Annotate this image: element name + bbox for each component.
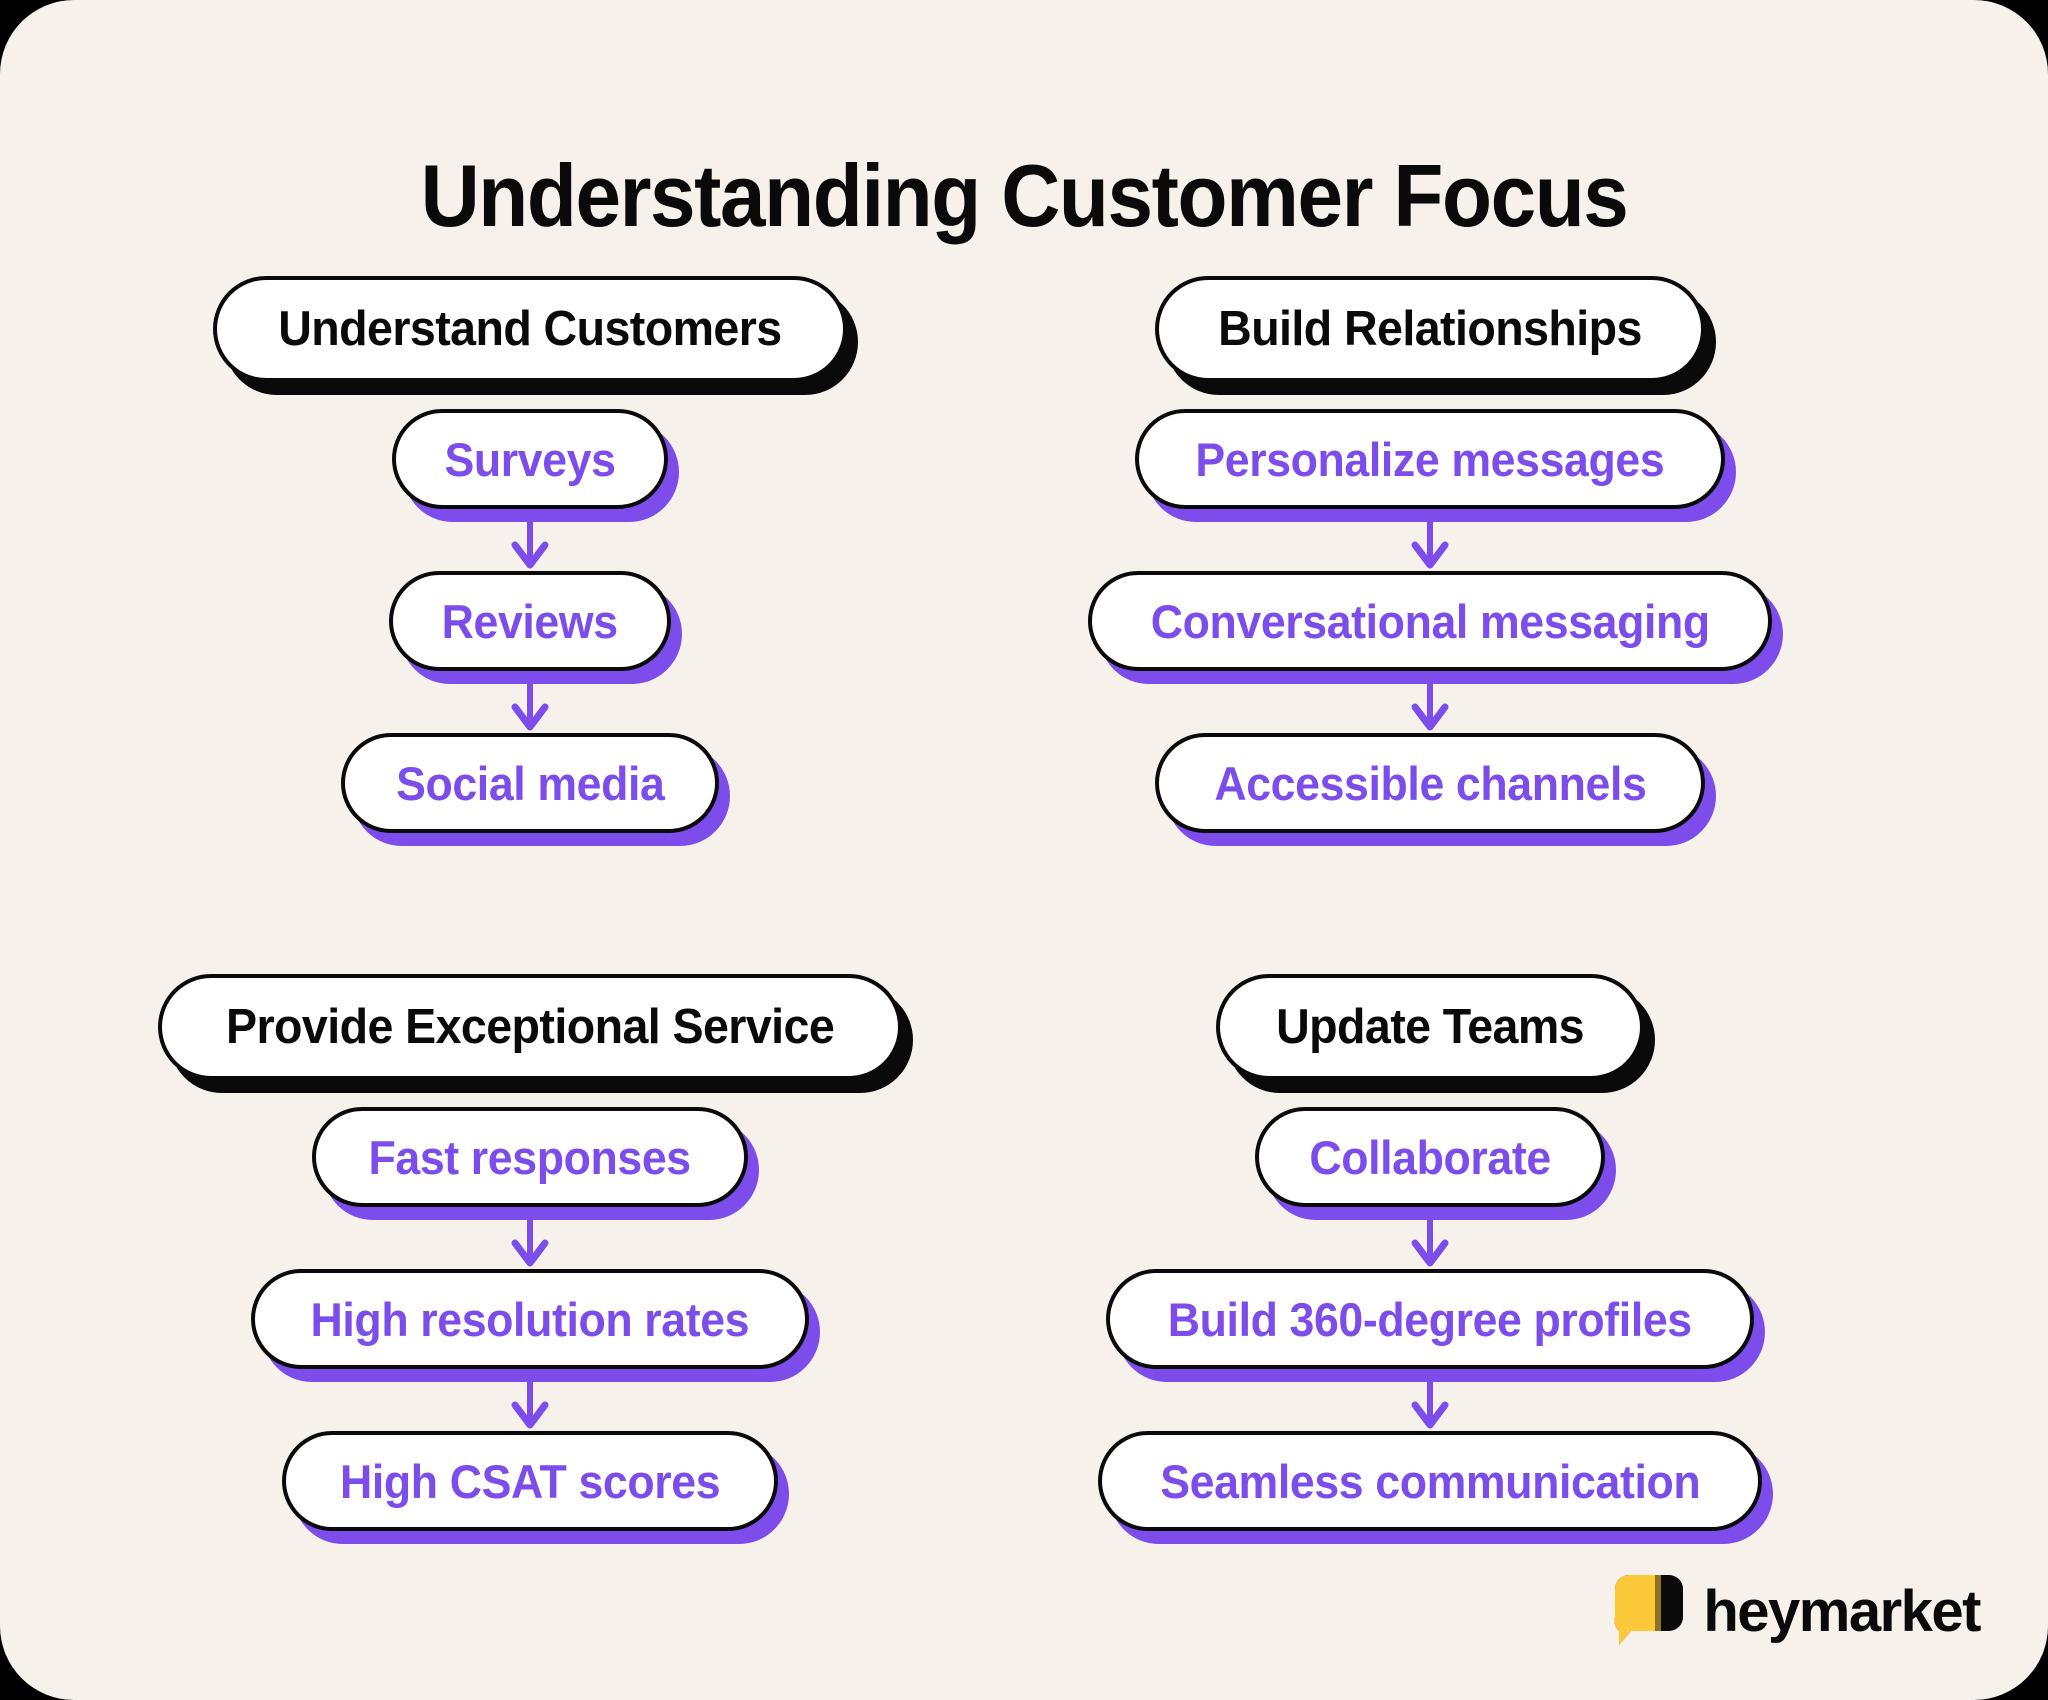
cluster-header[interactable]: Build Relationships xyxy=(1155,276,1705,382)
arrow-connector xyxy=(500,671,560,733)
cluster-header[interactable]: Provide Exceptional Service xyxy=(157,974,903,1080)
cluster-item-label: High resolution rates xyxy=(310,1292,750,1346)
arrow-connector xyxy=(500,1207,560,1269)
cluster-header[interactable]: Update Teams xyxy=(1215,974,1645,1080)
cluster-item[interactable]: Collaborate xyxy=(1254,1107,1606,1207)
cluster-item-label: High CSAT scores xyxy=(339,1454,721,1508)
cluster-item[interactable]: Seamless communication xyxy=(1097,1431,1763,1531)
cluster-item[interactable]: Conversational messaging xyxy=(1087,571,1773,671)
cluster-item-label: Reviews xyxy=(441,594,619,648)
cluster-item-label: Surveys xyxy=(444,432,616,486)
arrow-connector xyxy=(1400,671,1460,733)
cluster-item-label: Seamless communication xyxy=(1159,1454,1701,1508)
cluster-understand-customers: Understand Customers Surveys Reviews Soc… xyxy=(150,276,910,833)
cluster-header[interactable]: Understand Customers xyxy=(213,276,847,382)
cluster-item[interactable]: Accessible channels xyxy=(1154,733,1706,833)
cluster-header-label: Understand Customers xyxy=(278,302,782,356)
cluster-item-label: Accessible channels xyxy=(1213,756,1647,810)
cluster-item-label: Build 360-degree profiles xyxy=(1168,1292,1692,1346)
page-title: Understanding Customer Focus xyxy=(420,145,1629,245)
cluster-item-label: Social media xyxy=(395,756,665,810)
cluster-item[interactable]: High resolution rates xyxy=(251,1269,809,1369)
speech-bubble-icon xyxy=(1611,1571,1685,1652)
cluster-item-label: Collaborate xyxy=(1309,1130,1551,1184)
arrow-connector xyxy=(1400,1207,1460,1269)
cluster-item-label: Conversational messaging xyxy=(1150,594,1710,648)
cluster-item-label: Fast responses xyxy=(368,1130,692,1184)
cluster-header-label: Build Relationships xyxy=(1218,302,1642,356)
cluster-item[interactable]: High CSAT scores xyxy=(281,1431,779,1531)
cluster-item[interactable]: Personalize messages xyxy=(1135,409,1725,509)
cluster-item[interactable]: Build 360-degree profiles xyxy=(1106,1269,1754,1369)
arrow-connector xyxy=(500,1369,560,1431)
brand-logo: heymarket xyxy=(1611,1571,1981,1652)
cluster-item[interactable]: Surveys xyxy=(391,409,669,509)
cluster-item-label: Personalize messages xyxy=(1195,432,1665,486)
arrow-connector xyxy=(500,509,560,571)
arrow-connector xyxy=(1400,1369,1460,1431)
cluster-item[interactable]: Reviews xyxy=(389,571,671,671)
cluster-item[interactable]: Social media xyxy=(340,733,720,833)
cluster-item[interactable]: Fast responses xyxy=(312,1107,748,1207)
cluster-update-teams: Update Teams Collaborate Build 360-degre… xyxy=(1050,974,1810,1531)
cluster-header-label: Update Teams xyxy=(1276,1000,1584,1054)
logo-wordmark: heymarket xyxy=(1703,1579,1981,1644)
cluster-header-label: Provide Exceptional Service xyxy=(225,1000,835,1054)
cluster-provide-exceptional-service: Provide Exceptional Service Fast respons… xyxy=(150,974,910,1531)
cluster-build-relationships: Build Relationships Personalize messages… xyxy=(1050,276,1810,833)
arrow-connector xyxy=(1400,509,1460,571)
